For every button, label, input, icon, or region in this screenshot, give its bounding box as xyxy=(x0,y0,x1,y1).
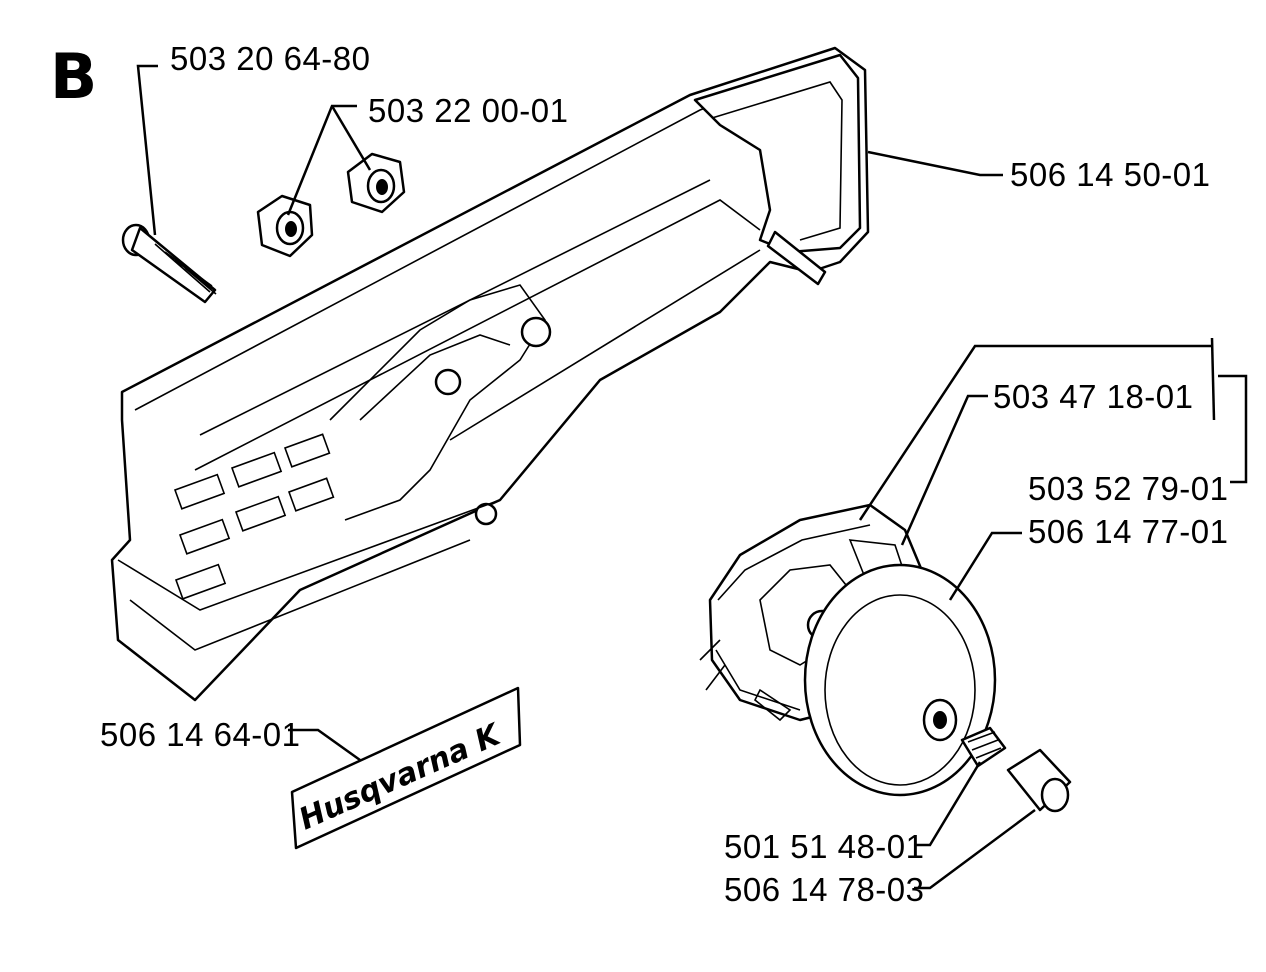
label-bolt: 503 20 64-80 xyxy=(170,40,371,77)
nut-part-1 xyxy=(256,194,314,258)
decal-part: Husqvarna K xyxy=(290,686,522,850)
label-decal: 506 14 64-01 xyxy=(100,716,301,753)
label-cover: 506 14 50-01 xyxy=(1010,156,1211,193)
washer-part xyxy=(1006,748,1072,813)
label-shoe: 503 47 18-01 xyxy=(993,378,1194,415)
bolt-part xyxy=(121,223,217,304)
nut-part-2 xyxy=(346,152,406,214)
label-washer: 506 14 78-03 xyxy=(724,871,925,908)
label-bearing: 501 51 48-01 xyxy=(724,828,925,865)
bearing-part xyxy=(960,726,1007,768)
cover-part xyxy=(110,46,870,702)
clutch-drum-part xyxy=(803,563,997,797)
section-letter: B xyxy=(50,40,97,113)
label-nut: 503 22 00-01 xyxy=(368,92,569,129)
label-clutch-kit: 503 52 79-01 xyxy=(1028,470,1229,507)
label-drum: 506 14 77-01 xyxy=(1028,513,1229,550)
leader-lines xyxy=(136,64,1248,890)
